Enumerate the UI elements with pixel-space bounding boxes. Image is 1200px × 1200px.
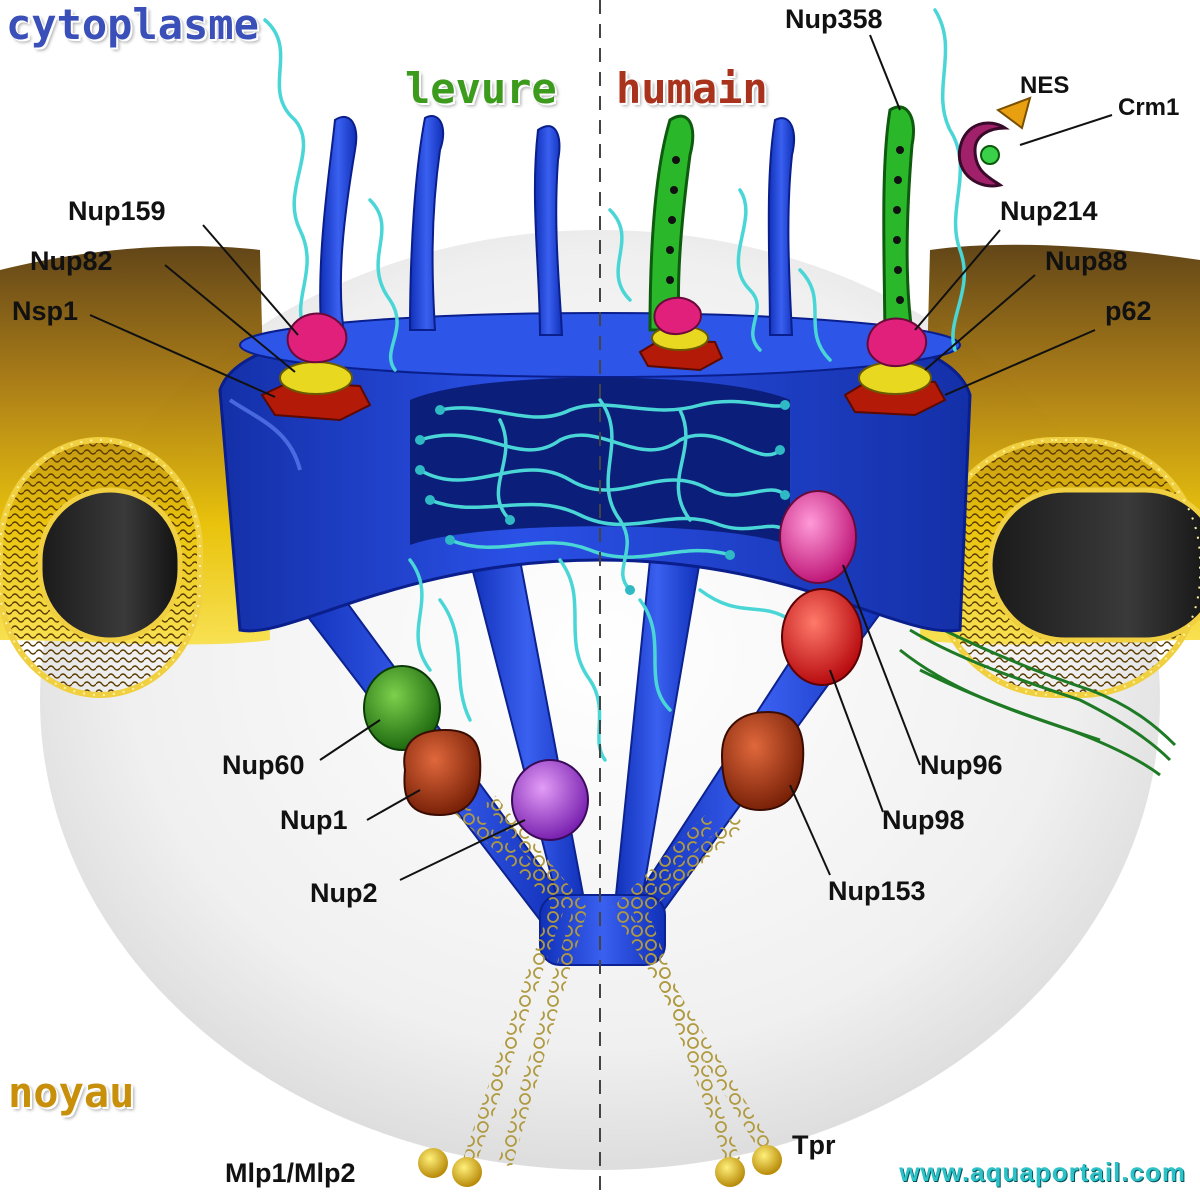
- nup2-subunit: [511, 759, 589, 841]
- nup214-label: Nup214: [1000, 196, 1098, 226]
- nup2-label: Nup2: [310, 878, 378, 908]
- nes-icon: [995, 96, 1032, 130]
- tpr-label: Tpr: [792, 1130, 836, 1160]
- tpr-bead: [715, 1157, 745, 1187]
- basket-coils: [445, 794, 776, 1168]
- yeast-label: levure: [405, 64, 557, 113]
- nup358-filaments: [648, 105, 917, 352]
- crm1-label: Crm1: [1118, 94, 1180, 121]
- p62-label: p62: [1105, 296, 1152, 326]
- membrane-bilayer-left: [0, 437, 203, 698]
- nucleus-label: noyau: [8, 1068, 135, 1117]
- tpr-bead: [752, 1145, 782, 1175]
- nup96-label: Nup96: [920, 750, 1003, 780]
- leader-lines: [89, 34, 1113, 881]
- nup1-subunit: [403, 728, 482, 817]
- fg-repeats: [263, 8, 966, 762]
- nup60-label: Nup60: [222, 750, 305, 780]
- human-label: humain: [616, 64, 768, 113]
- mlp-bead: [418, 1148, 448, 1178]
- mlp-label: Mlp1/Mlp2: [225, 1158, 356, 1188]
- fg-repeat-beads: [415, 400, 790, 595]
- nup98-label: Nup98: [882, 805, 965, 835]
- nsp1-label: Nsp1: [12, 296, 79, 326]
- cytoplasm-label: cytoplasme: [6, 0, 259, 49]
- crm1-icon: [957, 121, 1010, 188]
- right-cytoplasmic-complex: [843, 317, 947, 417]
- nup1-label: Nup1: [280, 805, 348, 835]
- nup358-label: Nup358: [785, 4, 883, 34]
- membrane-bilayer-right: [932, 437, 1200, 698]
- mlp-bead: [452, 1157, 482, 1187]
- left-cytoplasmic-complex: [260, 312, 372, 422]
- nup60-subunit: [363, 665, 441, 751]
- nup159-label: Nup159: [68, 196, 166, 226]
- nes-label: NES: [1020, 72, 1070, 99]
- nuclear-lamina: [899, 608, 1177, 777]
- nup82-label: Nup82: [30, 246, 113, 276]
- watermark: www.aquaportail.com: [899, 1157, 1186, 1187]
- nup153-label: Nup153: [828, 876, 926, 906]
- nup88-label: Nup88: [1045, 246, 1128, 276]
- center-cytoplasmic-complex: [638, 296, 724, 372]
- cytoplasmic-filaments: [319, 115, 795, 341]
- nup153-subunit: [720, 710, 805, 812]
- nup98-subunit: [781, 588, 863, 686]
- nup96-subunit: [779, 490, 857, 584]
